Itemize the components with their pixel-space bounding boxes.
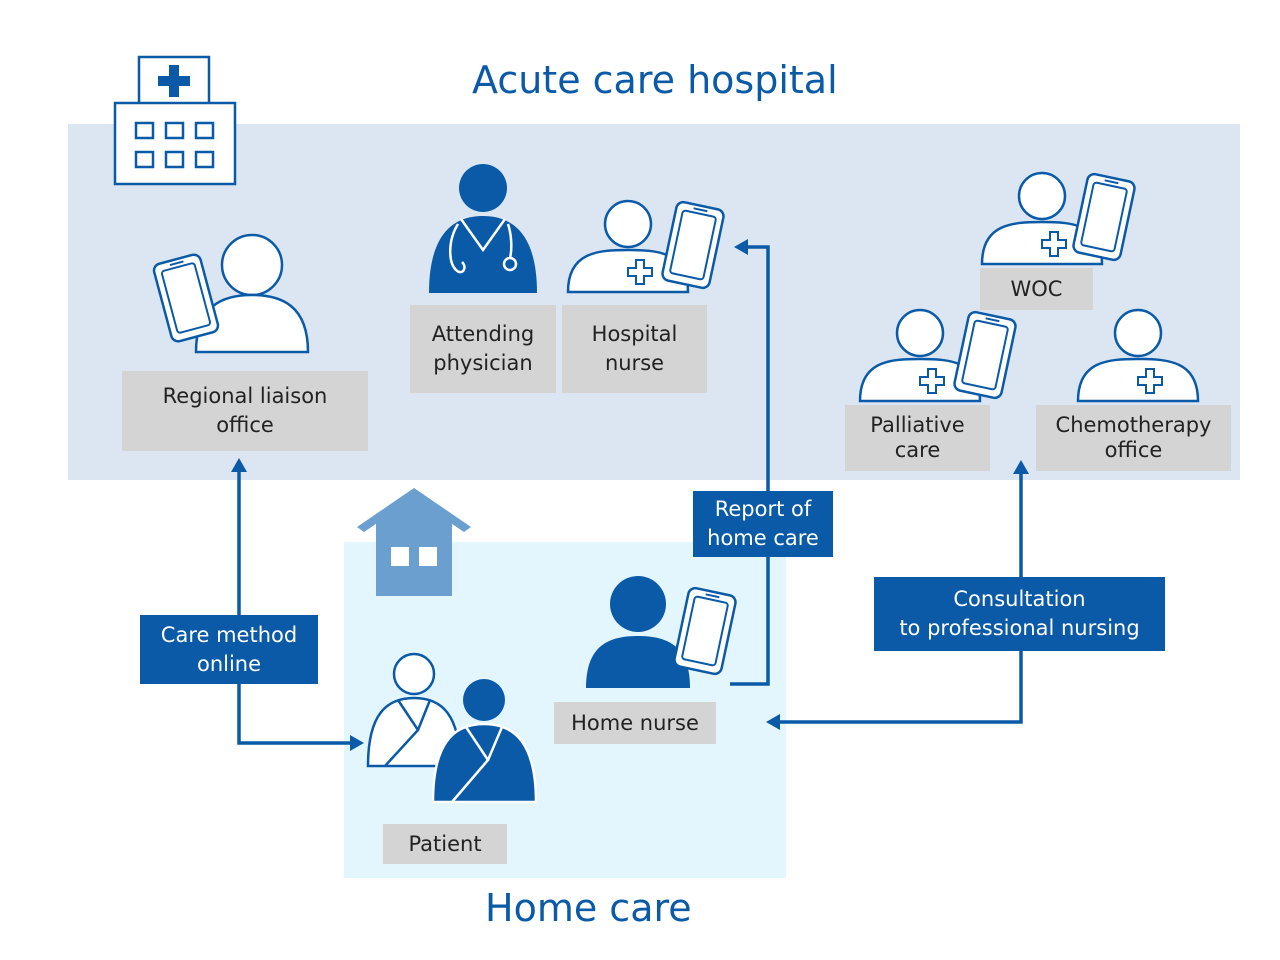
hospital-building-icon xyxy=(113,55,237,186)
care-method-arrow xyxy=(231,458,364,751)
hospital-nurse-label: Hospital nurse xyxy=(562,305,707,393)
attending-physician-label: Attending physician xyxy=(410,305,556,393)
patient-icon xyxy=(366,652,538,804)
home-nurse-icon xyxy=(586,576,739,688)
house-icon xyxy=(357,488,471,596)
woc-label: WOC xyxy=(980,268,1093,310)
consultation-label: Consultation to professional nursing xyxy=(874,577,1165,651)
doctor-stethoscope-icon xyxy=(429,164,537,293)
regional-liaison-person-icon xyxy=(151,233,310,354)
report-home-care-label: Report of home care xyxy=(693,491,833,557)
hospital-title: Acute care hospital xyxy=(472,58,838,102)
home-care-title: Home care xyxy=(485,886,692,930)
patient-label: Patient xyxy=(383,824,507,864)
consultation-arrow xyxy=(766,460,1029,730)
home-nurse-label: Home nurse xyxy=(554,702,716,744)
report-arrow xyxy=(730,239,770,686)
regional-liaison-label: Regional liaison office xyxy=(122,371,368,451)
chemotherapy-office-label: Chemotherapy office xyxy=(1036,405,1231,471)
palliative-care-label: Palliative care xyxy=(845,405,990,471)
care-method-online-label: Care method online xyxy=(140,615,318,684)
